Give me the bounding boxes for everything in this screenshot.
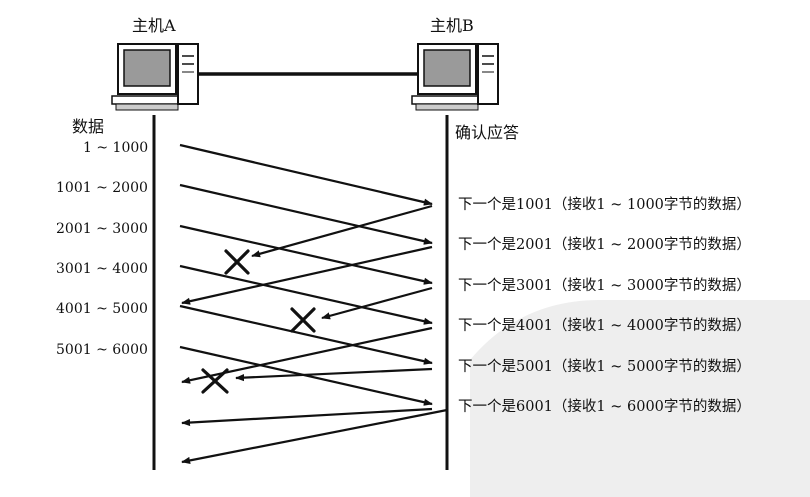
segment-label: 4001 ~ 5000 — [56, 301, 148, 317]
desktop-computer-icon — [411, 43, 499, 111]
host-b-label: 主机B — [430, 16, 474, 35]
lost-x-icon — [290, 307, 316, 333]
ack-label: 下一个是2001（接收1 ~ 2000字节的数据） — [458, 236, 751, 253]
ack-label: 下一个是5001（接收1 ~ 5000字节的数据） — [458, 358, 751, 375]
segment-label: 2001 ~ 3000 — [56, 221, 148, 237]
sender-column-title: 数据 — [72, 117, 104, 136]
receiver-column-title: 确认应答 — [455, 123, 519, 142]
ack-arrow — [181, 245, 433, 305]
host-a-label: 主机A — [132, 16, 176, 35]
ack-arrow — [181, 408, 448, 464]
segment-label: 3001 ~ 4000 — [56, 261, 148, 277]
lost-x-icon — [224, 249, 250, 275]
watermark-seal — [470, 300, 810, 497]
ack-arrow — [181, 407, 433, 427]
segment-labels: 1 ~ 1000 1001 ~ 2000 2001 ~ 3000 3001 ~ … — [56, 140, 148, 358]
segment-label: 1 ~ 1000 — [83, 140, 148, 156]
data-arrow — [179, 183, 433, 245]
ack-arrows — [181, 204, 448, 464]
ack-labels: 下一个是1001（接收1 ~ 1000字节的数据） 下一个是2001（接收1 ~… — [458, 196, 751, 415]
segment-label: 1001 ~ 2000 — [56, 180, 148, 196]
data-arrow — [179, 143, 433, 206]
host-a-computer — [111, 43, 199, 111]
ack-label: 下一个是6001（接收1 ~ 6000字节的数据） — [458, 398, 751, 415]
ack-label: 下一个是4001（接收1 ~ 4000字节的数据） — [458, 317, 751, 334]
data-arrow — [179, 224, 433, 285]
data-arrow — [179, 304, 433, 365]
lost-marks — [201, 249, 316, 394]
segment-label: 5001 ~ 6000 — [56, 342, 148, 358]
data-arrow — [179, 264, 433, 325]
ack-arrow — [321, 286, 433, 320]
desktop-computer-icon — [111, 43, 199, 111]
ack-label: 下一个是1001（接收1 ~ 1000字节的数据） — [458, 196, 751, 213]
ack-arrow — [251, 204, 433, 258]
lost-x-icon — [201, 368, 229, 394]
ack-label: 下一个是3001（接收1 ~ 3000字节的数据） — [458, 277, 751, 294]
host-b-computer — [411, 43, 499, 111]
ack-arrow — [235, 367, 433, 382]
